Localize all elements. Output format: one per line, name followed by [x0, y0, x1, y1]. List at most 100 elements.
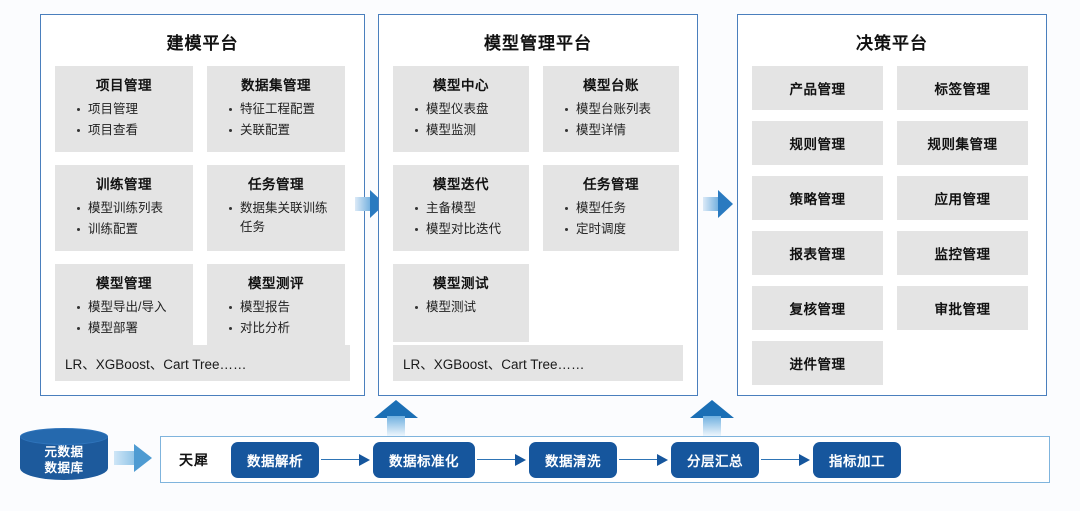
decision-button-application-management[interactable]: 应用管理: [897, 176, 1028, 220]
connector-tip: [515, 453, 526, 466]
decision-button-intake-management[interactable]: 进件管理: [752, 341, 883, 385]
list-item[interactable]: 模型详情: [565, 121, 673, 140]
card-item-list: 模型任务 定时调度: [549, 199, 673, 239]
card-model-evaluation[interactable]: 模型测评 模型报告 对比分析: [207, 264, 345, 350]
arrow-shaft: [387, 416, 405, 436]
list-item[interactable]: 模型台账列表: [565, 100, 673, 119]
arrow-up-icon-pipeline-to-management: [690, 400, 734, 436]
card-title: 模型台账: [583, 78, 639, 93]
decision-button-ruleset-management[interactable]: 规则集管理: [897, 121, 1028, 165]
arrow-right-icon-database-to-pipeline: [114, 444, 154, 472]
arrow-head: [374, 400, 418, 418]
arrow-up-icon-pipeline-to-modeling: [374, 400, 418, 436]
arrow-right-icon-step-connector: [477, 453, 527, 466]
card-item-list: 模型导出/导入 模型部署: [61, 298, 187, 338]
arrow-shaft: [703, 197, 720, 211]
card-task-management[interactable]: 任务管理 数据集关联训练任务: [207, 165, 345, 251]
list-item[interactable]: 定时调度: [565, 220, 673, 239]
arrow-shaft: [114, 451, 136, 465]
card-model-iteration[interactable]: 模型迭代 主备模型 模型对比迭代: [393, 165, 529, 251]
connector-tip: [657, 453, 668, 466]
decision-button-strategy-management[interactable]: 策略管理: [752, 176, 883, 220]
list-item[interactable]: 模型对比迭代: [415, 220, 523, 239]
card-training-management[interactable]: 训练管理 模型训练列表 训练配置: [55, 165, 193, 251]
list-item[interactable]: 模型导出/导入: [77, 298, 187, 317]
card-title: 任务管理: [248, 177, 304, 192]
list-item[interactable]: 模型测试: [415, 298, 523, 317]
panel-decision-title: 决策平台: [856, 34, 928, 53]
list-item[interactable]: 特征工程配置: [229, 100, 339, 119]
arrow-head: [134, 444, 152, 472]
panel-modeling-title: 建模平台: [166, 34, 239, 53]
decision-button-monitor-management[interactable]: 监控管理: [897, 231, 1028, 275]
card-item-list: 数据集关联训练任务: [213, 199, 339, 237]
decision-button-report-management[interactable]: 报表管理: [752, 231, 883, 275]
connector-line: [619, 458, 659, 460]
card-item-list: 模型训练列表 训练配置: [61, 199, 187, 239]
decision-button-review-management[interactable]: 复核管理: [752, 286, 883, 330]
management-algorithms-strip: LR、XGBoost、Cart Tree……: [393, 345, 683, 381]
panel-model-management-platform: 模型管理平台 模型中心 模型仪表盘 模型监测 模型台账 模型台账列表 模型详情: [378, 14, 698, 396]
card-model-test[interactable]: 模型测试 模型测试: [393, 264, 529, 342]
panel-modeling-body: 项目管理 项目管理 项目查看 数据集管理 特征工程配置 关联配置 训练管理: [41, 66, 364, 350]
card-project-management[interactable]: 项目管理 项目管理 项目查看: [55, 66, 193, 152]
arrow-shaft: [703, 416, 721, 436]
card-item-list: 特征工程配置 关联配置: [213, 100, 339, 140]
connector-line: [321, 458, 361, 460]
list-item[interactable]: 模型任务: [565, 199, 673, 218]
card-title: 模型迭代: [433, 177, 489, 192]
connector-tip: [799, 453, 810, 466]
decision-button-rule-management[interactable]: 规则管理: [752, 121, 883, 165]
decision-button-grid: 产品管理 标签管理 规则管理 规则集管理 策略管理 应用管理 报表管理 监控管理…: [752, 66, 1032, 385]
cylinder-top: [20, 428, 108, 445]
list-item[interactable]: 项目管理: [77, 100, 187, 119]
modeling-algorithms-strip: LR、XGBoost、Cart Tree……: [55, 345, 350, 381]
list-item[interactable]: 对比分析: [229, 319, 339, 338]
pipeline-platform-label: 天犀: [179, 451, 209, 468]
pipeline-step-data-parsing[interactable]: 数据解析: [231, 441, 319, 478]
pipeline-steps: 数据解析 数据标准化 数据清洗 分层汇总 指标加工: [231, 441, 901, 478]
database-cylinder-icon: 元数据 数据库: [20, 428, 108, 486]
pipeline-step-layered-aggregation[interactable]: 分层汇总: [671, 441, 759, 478]
pipeline-step-data-cleaning[interactable]: 数据清洗: [529, 441, 617, 478]
list-item[interactable]: 关联配置: [229, 121, 339, 140]
list-item[interactable]: 模型监测: [415, 121, 523, 140]
management-card-grid: 模型中心 模型仪表盘 模型监测 模型台账 模型台账列表 模型详情 模型迭代: [393, 66, 683, 342]
connector-line: [761, 458, 801, 460]
card-item-list: 项目管理 项目查看: [61, 100, 187, 140]
card-title: 模型中心: [433, 78, 489, 93]
card-title: 模型测试: [433, 276, 489, 291]
arrow-shaft: [355, 197, 372, 211]
card-item-list: 模型测试: [399, 298, 523, 317]
panel-decision-body: 产品管理 标签管理 规则管理 规则集管理 策略管理 应用管理 报表管理 监控管理…: [738, 66, 1046, 385]
list-item[interactable]: 主备模型: [415, 199, 523, 218]
card-title: 模型管理: [96, 276, 152, 291]
decision-button-label-management[interactable]: 标签管理: [897, 66, 1028, 110]
database-label-line2: 数据库: [44, 461, 84, 475]
card-task-management-mgmt[interactable]: 任务管理 模型任务 定时调度: [543, 165, 679, 251]
list-item[interactable]: 数据集关联训练任务: [229, 199, 339, 237]
decision-button-approval-management[interactable]: 审批管理: [897, 286, 1028, 330]
arrow-right-icon-step-connector: [619, 453, 669, 466]
card-model-center[interactable]: 模型中心 模型仪表盘 模型监测: [393, 66, 529, 152]
list-item[interactable]: 项目查看: [77, 121, 187, 140]
panel-decision-platform: 决策平台 产品管理 标签管理 规则管理 规则集管理 策略管理 应用管理 报表管理…: [737, 14, 1047, 396]
card-dataset-management[interactable]: 数据集管理 特征工程配置 关联配置: [207, 66, 345, 152]
arrow-right-icon-step-connector: [321, 453, 371, 466]
pipeline-step-data-standardization[interactable]: 数据标准化: [373, 441, 475, 478]
card-item-list: 模型仪表盘 模型监测: [399, 100, 523, 140]
card-model-ledger[interactable]: 模型台账 模型台账列表 模型详情: [543, 66, 679, 152]
list-item[interactable]: 模型部署: [77, 319, 187, 338]
pipeline-step-metric-processing[interactable]: 指标加工: [813, 441, 901, 478]
connector-line: [477, 458, 517, 460]
list-item[interactable]: 模型训练列表: [77, 199, 187, 218]
list-item[interactable]: 训练配置: [77, 220, 187, 239]
list-item[interactable]: 模型报告: [229, 298, 339, 317]
database-label: 元数据 数据库: [20, 444, 108, 476]
arrow-right-icon-management-to-decision: [703, 190, 733, 218]
list-item[interactable]: 模型仪表盘: [415, 100, 523, 119]
arrow-head: [718, 190, 733, 218]
card-model-management[interactable]: 模型管理 模型导出/导入 模型部署: [55, 264, 193, 350]
decision-button-product-management[interactable]: 产品管理: [752, 66, 883, 110]
